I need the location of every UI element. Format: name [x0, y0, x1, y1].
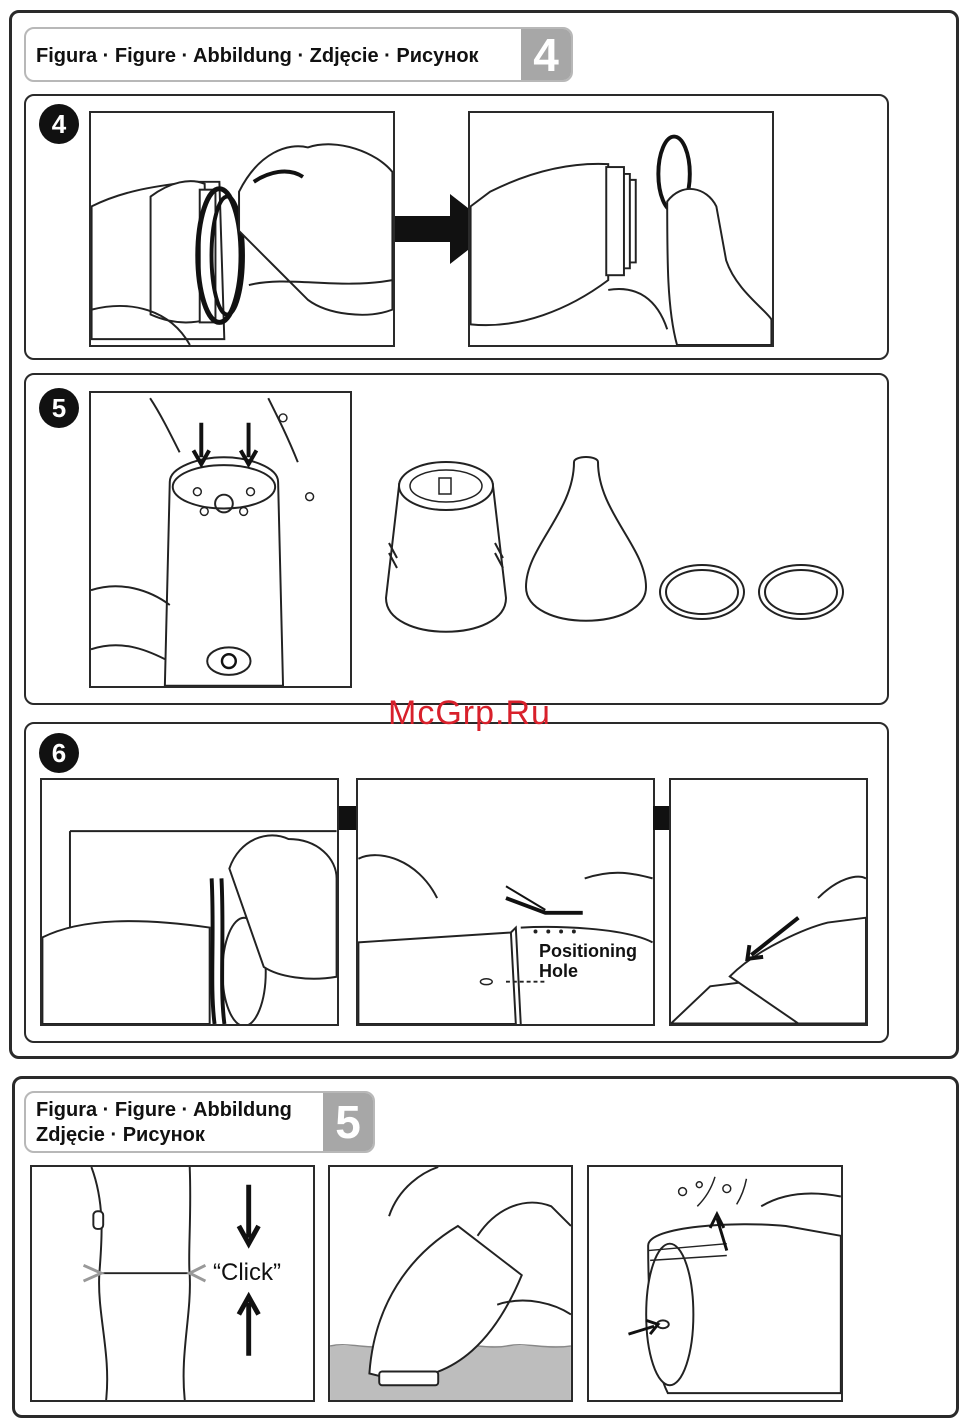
figure-5-number: 5: [323, 1093, 373, 1151]
figure-5-title-line2: Zdjęcie · Рисунок: [36, 1122, 205, 1148]
attach-cone-illustration: [671, 780, 866, 1024]
o-ring-icon: [756, 562, 846, 622]
step-4-panel-remove-ring: [89, 111, 395, 347]
figure-4-title: Figura · Figure · Abbildung · Zdjęcie · …: [36, 43, 479, 69]
rinse-illustration: [91, 393, 350, 686]
figure-5-panel-drain: [587, 1165, 843, 1402]
step-5-panel-rinse: [89, 391, 352, 688]
cone-attachment-icon: [521, 452, 651, 627]
figure-5-panel-click: “Click”: [30, 1165, 315, 1402]
watermark: McGrp.Ru: [388, 694, 551, 733]
water-dip-illustration: [330, 1167, 571, 1400]
figure-5-header: Figura · Figure · Abbildung Zdjęcie · Ри…: [24, 1091, 375, 1153]
step-5-badge: 5: [39, 388, 79, 428]
step-4-panel-ring-removed: [468, 111, 774, 347]
click-label: “Click”: [213, 1259, 281, 1287]
step-6-panel-fit-ring: [40, 778, 339, 1026]
nozzle-cap-icon: [381, 448, 511, 638]
step-6-panel-positioning: Positioning Hole: [356, 778, 655, 1026]
positioning-illustration: [358, 780, 653, 1024]
fit-ring-illustration: [42, 780, 337, 1024]
figure-5-panel-water: [328, 1165, 573, 1402]
figure-4-number: 4: [521, 29, 571, 80]
o-ring-icon: [657, 562, 747, 622]
step-4-badge: 4: [39, 104, 79, 144]
positioning-hole-label: Positioning Hole: [539, 941, 649, 981]
ring-removed-illustration: [470, 113, 772, 345]
remove-ring-illustration: [91, 113, 393, 345]
figure-4-header: Figura · Figure · Abbildung · Zdjęcie · …: [24, 27, 573, 82]
figure-5-title-line1: Figura · Figure · Abbildung: [36, 1097, 292, 1123]
step-6-panel-attach-cone: [669, 778, 868, 1026]
drain-illustration: [589, 1167, 841, 1400]
step-6-badge: 6: [39, 733, 79, 773]
